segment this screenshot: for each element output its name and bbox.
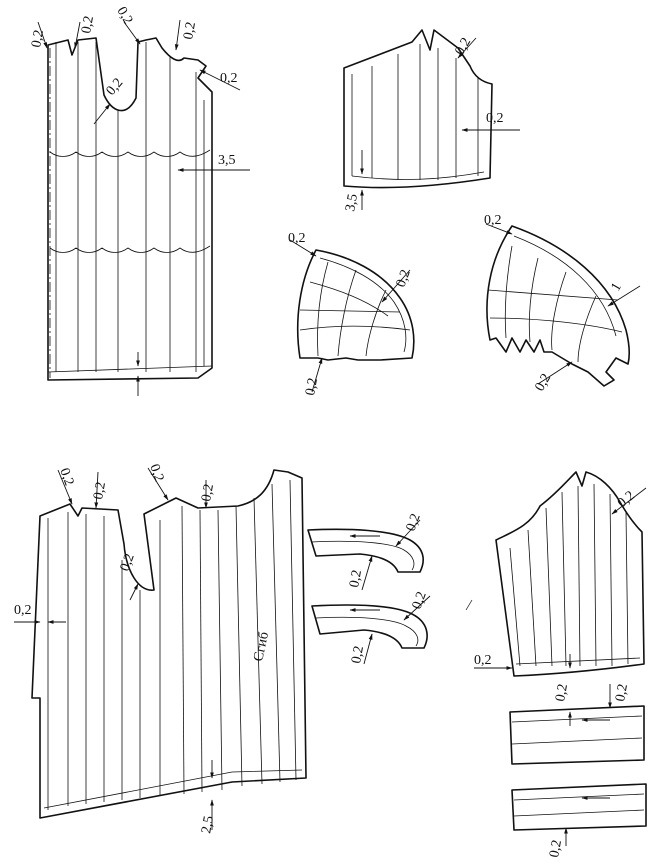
dim-c1: 0,2 [288,231,306,246]
dim-d3: 0,2 [532,371,554,394]
dim-g3: 0,2 [553,683,571,703]
dim-d2: 1 [608,280,624,294]
piece-sleeve-large: 0,2 1 0,2 [484,213,641,394]
dim-a2: 0,2 [79,15,97,35]
dim-f4: 0,2 [349,645,367,665]
dim-b1: 0,2 [452,35,474,58]
dim-a3: 0,2 [114,5,136,28]
dim-a6: 0,2 [104,76,127,99]
piece-front-top-left: 0,2 0,2 0,2 0,2 0,2 0,2 3,5 [29,5,250,396]
piece-front-bottom-left: 0,2 0,2 0,2 0,2 0,2 0,2 2,5 Сгиб [14,462,307,835]
dim-f1: 0,2 [404,512,424,534]
dim-c3: 0,2 [303,377,321,397]
stray-mark [465,599,473,611]
dim-f2: 0,2 [347,569,365,589]
piece-bodice-top-right: 0,2 0,2 3,5 [343,29,520,213]
dim-e4: 0,2 [199,483,217,503]
dim-a5: 0,2 [220,71,238,86]
fold-label: Сгиб [251,631,272,663]
dim-g2: 0,2 [474,653,492,668]
dim-b2: 0,2 [486,111,504,126]
dim-e7: 2,5 [199,815,217,835]
dim-g5: 0,2 [547,839,565,859]
dim-a7: 3,5 [218,153,236,168]
dim-g1: 0,2 [615,488,638,511]
dim-a4: 0,2 [181,21,199,41]
dim-e2: 0,2 [91,481,109,501]
dim-f3: 0,2 [410,590,430,612]
dim-b3: 3,5 [343,193,361,213]
dim-c2: 0,2 [394,268,414,290]
dim-e1: 0,2 [56,466,76,488]
dim-e6: 0,2 [14,603,32,618]
dim-d1: 0,2 [484,213,502,228]
piece-sleeve-bottom-right: 0,2 0,2 0,2 0,2 0,2 [474,471,647,859]
piece-cuff-strips: 0,2 0,2 0,2 0,2 [307,512,431,665]
piece-sleeve-small: 0,2 0,2 0,2 [288,231,415,397]
dim-g4: 0,2 [613,683,631,703]
dim-e5: 0,2 [118,552,138,574]
dim-e3: 0,2 [146,462,166,484]
dim-a1: 0,2 [29,29,47,49]
